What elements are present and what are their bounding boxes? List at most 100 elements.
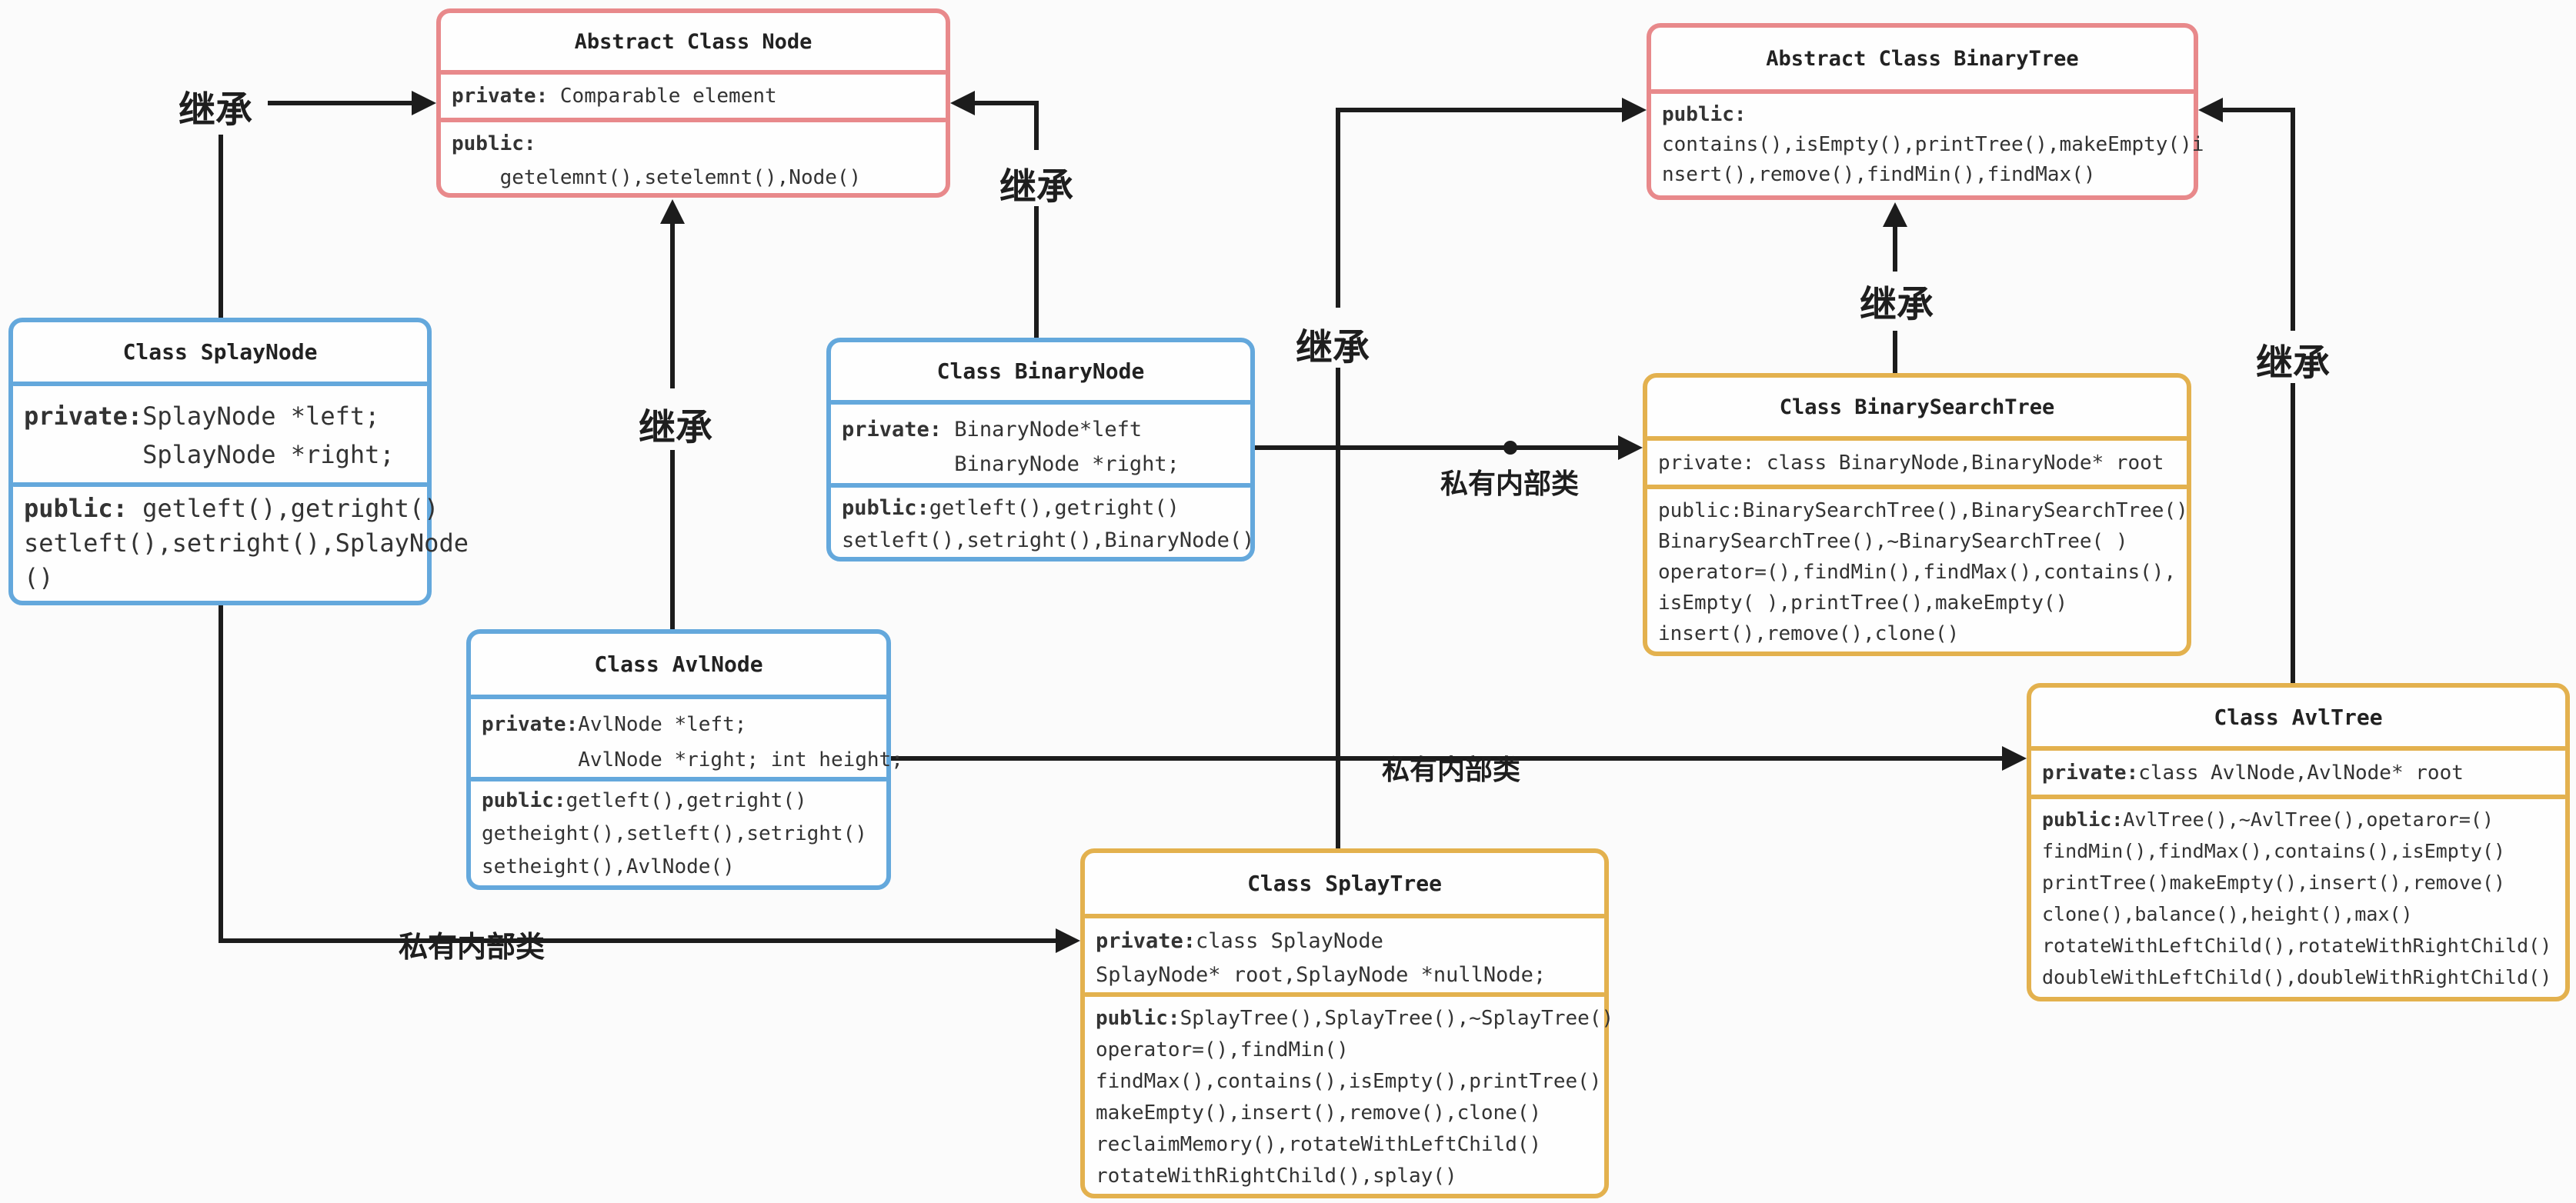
class-box-abstract-binarytree: Abstract Class BinaryTree public: contai… <box>1647 23 2204 200</box>
code-line: rotateWithRightChild(),splay() <box>1096 1165 1457 1188</box>
class-box-binarysearchtree: Class BinarySearchTree private: class Bi… <box>1643 373 2191 656</box>
edge-splaynode-to-splaytree-hline <box>219 938 1056 943</box>
edge-avlnode-to-node-vline-lower <box>670 450 675 629</box>
code-line: BinaryNode *right; <box>842 452 1180 476</box>
code-line: getheight(),setleft(),setright() <box>482 822 867 845</box>
section-divider <box>12 382 429 386</box>
code-line: SplayNode* root,SplayNode *nullNode; <box>1096 963 1547 987</box>
code-line: private:SplayNode *left; <box>24 402 380 431</box>
edge-splaytree-to-binarytree-vline-upper <box>1336 108 1340 308</box>
class-box-binarynode: Class BinaryNode private: BinaryNode*lef… <box>826 338 1255 562</box>
section-divider <box>469 695 888 699</box>
code-line: rotateWithLeftChild(),rotateWithRightChi… <box>2042 935 2552 957</box>
section-divider <box>1646 436 2188 441</box>
code-line: private: class BinaryNode,BinaryNode* ro… <box>1658 451 2164 475</box>
code-line: public:SplayTree(),SplayTree(),~SplayTre… <box>1096 1007 1614 1030</box>
edge-splaynode-to-splaytree-vline <box>219 605 223 943</box>
private-inner-class-arrowhead-icon <box>1618 435 1643 460</box>
code-line: BinarySearchTree(),~BinarySearchTree( ) <box>1658 530 2128 553</box>
inheritance-arrowhead-icon <box>950 91 975 115</box>
private-inner-class-arrowhead-icon <box>1056 928 1080 953</box>
code-line: contains(),isEmpty(),printTree(),makeEmp… <box>1662 133 2204 156</box>
edge-avlnode-to-avltree-hline <box>891 756 2002 761</box>
code-line: AvlNode *right; int height; <box>482 748 903 771</box>
class-box-splaynode: Class SplayNode private:SplayNode *left;… <box>8 318 469 605</box>
section-divider <box>1650 89 2195 94</box>
edge-waypoint-dot <box>1503 441 1517 455</box>
code-line: setleft(),setright(),BinaryNode() <box>842 528 1255 552</box>
code-line: makeEmpty(),insert(),remove(),clone() <box>1096 1101 1542 1125</box>
code-line: insert(),remove(),clone() <box>1658 622 1960 645</box>
edge-label-private-inner-class: 私有内部类 <box>1382 755 1521 786</box>
class-box-avlnode: Class AvlNode private:AvlNode *left; Avl… <box>466 629 903 890</box>
section-divider <box>439 118 947 122</box>
edge-bst-to-binarytree-vline-upper <box>1893 225 1897 272</box>
code-line: public:AvlTree(),~AvlTree(),opetaror=() <box>2042 808 2494 831</box>
class-box-splaytree: Class SplayTree private:class SplayNode … <box>1080 848 1614 1198</box>
class-title: Class AvlNode <box>594 651 763 677</box>
code-line: public:getleft(),getright() <box>482 789 807 812</box>
inheritance-arrowhead-icon <box>1883 202 1907 227</box>
section-divider <box>12 482 429 487</box>
code-line: isEmpty( ),printTree(),makeEmpty() <box>1658 592 2068 615</box>
inheritance-arrowhead-icon <box>2198 98 2223 122</box>
code-line: SplayNode *right; <box>24 440 395 469</box>
edge-avlnode-to-node-vline-upper <box>670 222 675 388</box>
class-title: Class SplayTree <box>1247 871 1442 896</box>
code-line: findMin(),findMax(),contains(),isEmpty() <box>2042 840 2506 862</box>
class-box-avltree: Class AvlTree private:class AvlNode,AvlN… <box>2027 683 2570 1001</box>
code-line: nsert(),remove(),findMin(),findMax() <box>1662 163 2096 186</box>
code-line: private: BinaryNode*left <box>842 418 1143 442</box>
code-line: public: <box>1662 103 1747 126</box>
class-title: Class SplayNode <box>122 339 318 365</box>
edge-binarynode-to-node-hline <box>973 101 1039 105</box>
edge-binarynode-to-node-vline-lower <box>1034 206 1039 338</box>
code-line: operator=(),findMin() <box>1096 1038 1349 1061</box>
edge-label-inheritance: 继承 <box>639 406 713 449</box>
edge-label-private-inner-class: 私有内部类 <box>1440 468 1580 500</box>
section-divider <box>1646 485 2188 489</box>
code-line: private:class SplayNode <box>1096 929 1383 953</box>
code-line: private: Comparable element <box>452 85 777 108</box>
section-divider <box>1083 992 1606 997</box>
edge-avltree-to-binarytree-vline-upper <box>2291 108 2295 331</box>
edge-label-inheritance: 继承 <box>2256 342 2331 385</box>
code-line: getelemnt(),setelemnt(),Node() <box>452 166 862 189</box>
edge-label-inheritance: 继承 <box>999 165 1074 208</box>
edge-splaynode-to-node-vline <box>219 135 223 318</box>
code-line: public: <box>452 132 536 155</box>
edge-splaytree-to-binarytree-vline-lower <box>1336 368 1340 848</box>
class-title: Abstract Class BinaryTree <box>1766 46 2079 71</box>
code-line: setheight(),AvlNode() <box>482 855 735 878</box>
section-divider <box>469 777 888 781</box>
code-line: reclaimMemory(),rotateWithLeftChild() <box>1096 1133 1542 1156</box>
edge-avltree-to-binarytree-vline-lower <box>2291 383 2295 683</box>
edge-avltree-to-binarytree-hline <box>2221 108 2295 112</box>
section-divider <box>2030 746 2567 751</box>
class-title: Class AvlTree <box>2214 704 2383 730</box>
edge-label-inheritance: 继承 <box>1296 326 1370 369</box>
class-box-abstract-node: Abstract Class Node private: Comparable … <box>436 8 950 198</box>
private-inner-class-arrowhead-icon <box>2002 746 2027 771</box>
code-line: doubleWithLeftChild(),doubleWithRightChi… <box>2042 966 2552 988</box>
inheritance-arrowhead-icon <box>1622 98 1647 122</box>
edge-label-private-inner-class: 私有内部类 <box>399 930 546 964</box>
class-title: Class BinaryNode <box>936 358 1145 384</box>
edge-label-inheritance: 继承 <box>179 88 253 132</box>
edge-binarynode-to-node-vline-upper <box>1034 101 1039 150</box>
edge-bst-to-binarytree-vline-lower <box>1893 331 1897 373</box>
code-line: public:BinarySearchTree(),BinarySearchTr… <box>1658 499 2188 522</box>
code-line: findMax(),contains(),isEmpty(),printTree… <box>1096 1070 1602 1093</box>
edge-splaytree-to-binarytree-hline <box>1336 108 1622 112</box>
code-line: printTree()makeEmpty(),insert(),remove() <box>2042 871 2506 894</box>
inheritance-arrowhead-icon <box>412 91 436 115</box>
class-title: Abstract Class Node <box>574 29 813 54</box>
section-divider <box>439 70 947 75</box>
inheritance-arrowhead-icon <box>660 199 685 224</box>
section-divider <box>2030 795 2567 799</box>
section-divider <box>829 400 1252 405</box>
class-title: Class BinarySearchTree <box>1779 395 2055 419</box>
code-line: private:class AvlNode,AvlNode* root <box>2042 761 2464 785</box>
code-line: public: getleft(),getright() <box>24 494 439 523</box>
